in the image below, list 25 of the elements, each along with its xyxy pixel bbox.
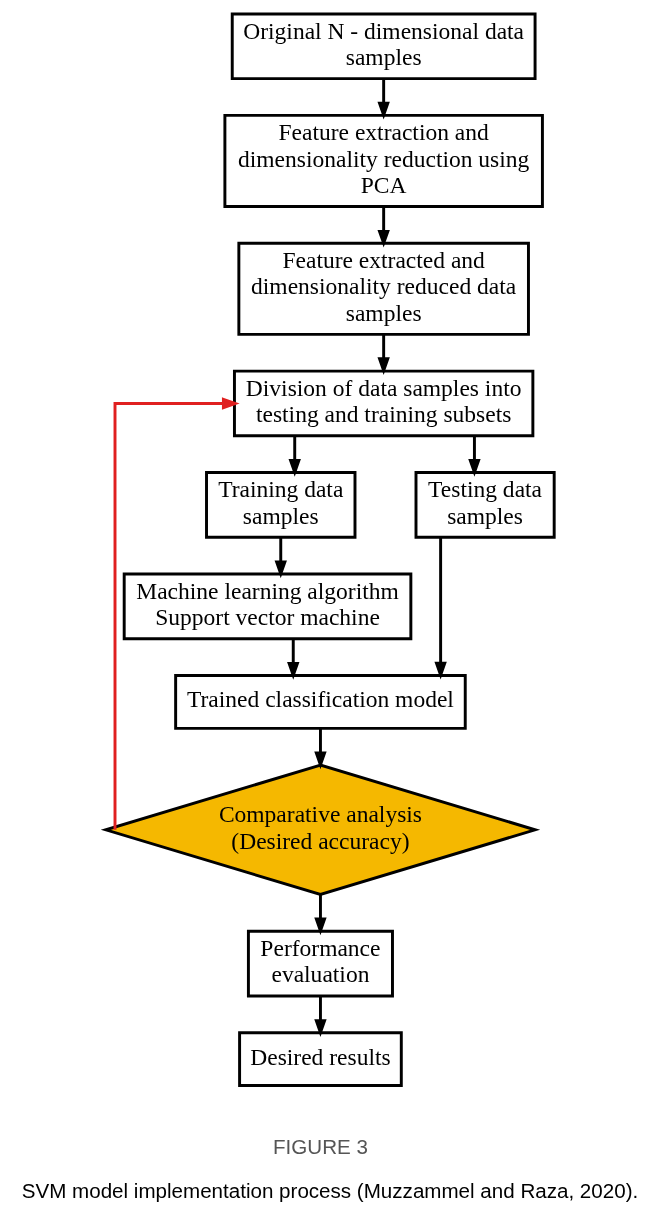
arrow xyxy=(113,397,240,830)
arrow xyxy=(434,537,447,680)
node-box: Division of data samples into testing and training subsets xyxy=(233,369,535,438)
node-box: Desired results xyxy=(238,1031,403,1088)
label: FIGURE 3 xyxy=(272,1135,368,1159)
node-box: Feature extraction and dimensionality reduction using PCA xyxy=(223,113,544,208)
node-box: Feature extracted and dimensionality reduced data samples xyxy=(237,241,530,336)
caption: SVM model implementation process (Muzzammel and Raza, 2020). xyxy=(21,1178,639,1202)
arrow xyxy=(377,78,390,120)
arrow xyxy=(468,436,481,477)
node-box: Performance evaluation xyxy=(246,929,394,998)
node-diamond: Comparative analysis (Desired accuracy) xyxy=(100,763,541,896)
arrow xyxy=(287,638,300,680)
arrow xyxy=(314,728,327,770)
node-box: Trained classification model xyxy=(174,674,467,730)
arrow xyxy=(377,207,390,248)
arrow xyxy=(274,537,287,579)
arrow xyxy=(314,894,327,936)
node-box: Machine learning algorithm Support vector machine xyxy=(122,572,413,641)
node-box: Testing data samples xyxy=(414,471,556,539)
node-box: Training data samples xyxy=(205,471,357,539)
arrow xyxy=(377,334,390,375)
node-box: Original N - dimensional data samples xyxy=(230,12,537,81)
arrow xyxy=(314,995,327,1037)
arrow xyxy=(288,436,301,477)
